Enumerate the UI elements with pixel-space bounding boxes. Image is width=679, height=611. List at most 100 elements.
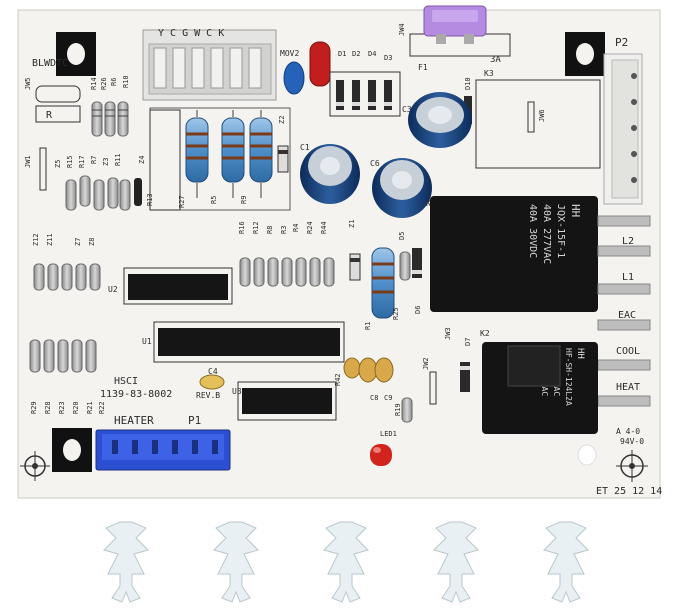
label-u3: U3 [232, 387, 242, 396]
label-r5: R5 [210, 196, 218, 204]
svg-text:40A 277VAC: 40A 277VAC [541, 204, 552, 264]
label-r29: R29 [30, 401, 38, 414]
label-f1: F1 [418, 63, 428, 72]
label-rev: REV.B [196, 391, 220, 400]
label-r11: R11 [114, 153, 122, 166]
relay-k1: HH JQX-15F-1 40A 277VAC 40A 30VDC [430, 196, 598, 312]
label-z11: Z11 [46, 233, 54, 246]
label-heater: HEATER [114, 414, 154, 427]
label-d2: D2 [352, 50, 360, 58]
label-jw3: JW3 [444, 327, 452, 340]
label-z4: Z4 [138, 156, 146, 164]
capacitor-c1 [300, 144, 360, 204]
label-c8: C8 [370, 394, 378, 402]
resistor-group-mid-left [65, 175, 142, 211]
label-led1: LED1 [380, 430, 397, 438]
label-r22: R22 [98, 401, 106, 414]
label-jw2: JW2 [422, 357, 430, 370]
resistor-group-top-left [91, 101, 129, 137]
terminal-cool: COOL [616, 346, 640, 357]
label-r14: R14 [90, 77, 98, 90]
label-jw4: JW4 [398, 23, 406, 36]
label-mov2: MOV2 [280, 49, 299, 58]
svg-text:40A 30VDC: 40A 30VDC [527, 204, 538, 258]
label-r24: R24 [306, 221, 314, 234]
label-r27: R27 [178, 195, 186, 208]
varistor-mov [283, 61, 305, 95]
label-r17: R17 [78, 155, 86, 168]
svg-text:JQX-15F-1: JQX-15F-1 [555, 204, 566, 258]
label-jw6: JW6 [538, 109, 546, 122]
svg-text:HH: HH [575, 348, 585, 359]
label-c4: C4 [208, 367, 218, 376]
plastic-clip [213, 521, 259, 603]
label-blwdtc: BLWDTC [32, 58, 68, 69]
resistor-group-bottom-left [29, 339, 97, 373]
label-r6: R6 [110, 78, 118, 86]
label-p1: P1 [188, 414, 201, 427]
label-r26: R26 [100, 77, 108, 90]
label-r1: R1 [364, 322, 372, 330]
label-jw5: JW5 [24, 77, 32, 90]
label-r7: R7 [90, 156, 98, 164]
label-d7: D7 [464, 338, 472, 346]
label-d5: D5 [398, 232, 406, 240]
label-r25: R25 [392, 307, 400, 320]
label-r15: R15 [66, 155, 74, 168]
label-r44: R44 [320, 221, 328, 234]
label-r8: R8 [266, 226, 274, 234]
terminal-l1: L1 [622, 272, 634, 283]
power-resistors [149, 109, 273, 211]
label-r20: R20 [72, 401, 80, 414]
svg-text:HF-SH-124L2A: HF-SH-124L2A [564, 348, 573, 406]
label-z2: Z2 [278, 116, 286, 124]
label-rating: 94V-0 [620, 437, 644, 446]
label-c9: C9 [384, 394, 392, 402]
label-r42: R42 [334, 373, 342, 386]
plastic-clip [433, 521, 479, 603]
label-u2: U2 [108, 285, 118, 294]
label-c6: C6 [370, 159, 380, 168]
label-d3: D3 [384, 54, 392, 62]
mounting-hole-top-right [565, 32, 605, 76]
chip-u3 [242, 388, 332, 414]
resistor-group-middle [239, 257, 335, 287]
label-c3: C3 [402, 105, 412, 114]
label-jw1: JW1 [24, 155, 32, 168]
label-date-code: ET 25 12 14 [596, 486, 662, 497]
ceramic-cap [374, 357, 394, 383]
mounting-hole-bottom-right [577, 444, 648, 482]
capacitor-red [309, 41, 331, 87]
label-d4: D4 [368, 50, 376, 58]
label-hsci: HSCI [114, 376, 138, 387]
relay-k1-terminals [597, 215, 651, 331]
mounting-hole-bottom-left [52, 428, 92, 472]
label-r9: R9 [240, 196, 248, 204]
diode-bridge [329, 71, 401, 117]
label-z3: Z3 [102, 158, 110, 166]
label-r: R [46, 110, 53, 121]
registration-mark-left [20, 451, 50, 481]
label-r21: R21 [86, 401, 94, 414]
capacitor-c3 [408, 92, 472, 148]
label-d1: D1 [338, 50, 346, 58]
capacitor-c6 [372, 158, 432, 218]
label-d10: D10 [464, 77, 472, 90]
label-k2: K2 [480, 329, 490, 338]
label-r28: R28 [44, 401, 52, 414]
mounting-hole-top-left [56, 32, 96, 76]
plastic-clip [103, 521, 149, 603]
connector-pin-labels: Y C G W C K [158, 28, 224, 39]
label-c1: C1 [300, 143, 310, 152]
label-z5: Z5 [54, 160, 62, 168]
label-p2: P2 [615, 36, 628, 49]
plastic-clip [543, 521, 589, 603]
label-u1: U1 [142, 337, 152, 346]
resistor-group-left [33, 263, 101, 291]
label-r23: R23 [58, 401, 66, 414]
label-r16: R16 [238, 221, 246, 234]
label-z8: Z8 [88, 238, 96, 246]
label-r4: R4 [292, 224, 300, 232]
